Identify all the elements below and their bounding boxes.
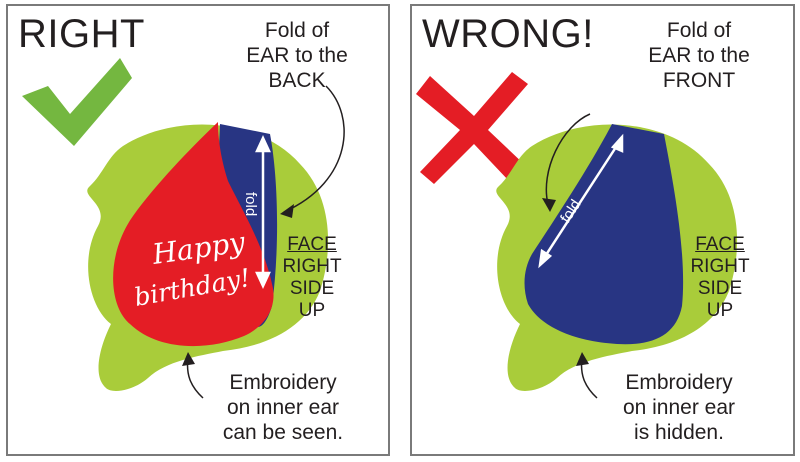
- wrong-illustration: fold: [416, 72, 738, 399]
- fold-pointer-arrow: [545, 113, 591, 205]
- embroidery-pointer-head: [576, 352, 589, 366]
- face-label-line2: RIGHT: [282, 256, 342, 277]
- fold-arrow: [538, 133, 624, 269]
- wrong-face-label: FACE RIGHT SIDE UP: [688, 234, 752, 322]
- right-heading: RIGHT: [18, 12, 145, 56]
- face-label-line1: FACE: [695, 234, 745, 255]
- cross-icon: [416, 72, 528, 184]
- right-bottom-note: Embroidery on inner ear can be seen.: [222, 371, 344, 444]
- face-label-line3: SIDE: [697, 278, 743, 299]
- fold-pointer-arrow: [283, 85, 345, 213]
- embroidery-pointer-head: [182, 352, 195, 366]
- face-label-line1: FACE: [287, 234, 337, 255]
- fold-arrow: [255, 135, 271, 289]
- wrong-bottom-note: Embroidery on inner ear is hidden.: [622, 371, 736, 444]
- right-fold-note: Fold of EAR to the BACK: [246, 19, 348, 92]
- wrong-heading: WRONG!: [422, 12, 594, 56]
- inner-ear-red: [113, 122, 274, 347]
- fold-pointer-head: [280, 204, 294, 218]
- face-label-line3: SIDE: [289, 278, 335, 299]
- fold-blue-front: [524, 124, 684, 345]
- right-panel: RIGHT fold Happy birthday! Fold of EAR t…: [6, 4, 390, 456]
- face-label-line4: UP: [298, 300, 326, 321]
- right-illustration: fold Happy birthday!: [22, 58, 345, 399]
- face-label-line2: RIGHT: [690, 256, 750, 277]
- checkmark-icon: [22, 58, 132, 146]
- wrong-fold-note: Fold of EAR to the FRONT: [648, 19, 750, 92]
- face-label-line4: UP: [706, 300, 734, 321]
- wrong-panel: WRONG! fold Fold of EAR to the FRONT FAC…: [410, 4, 795, 456]
- right-face-label: FACE RIGHT SIDE UP: [280, 234, 344, 322]
- fold-label: fold: [242, 192, 259, 216]
- fold-pointer-head: [542, 198, 556, 212]
